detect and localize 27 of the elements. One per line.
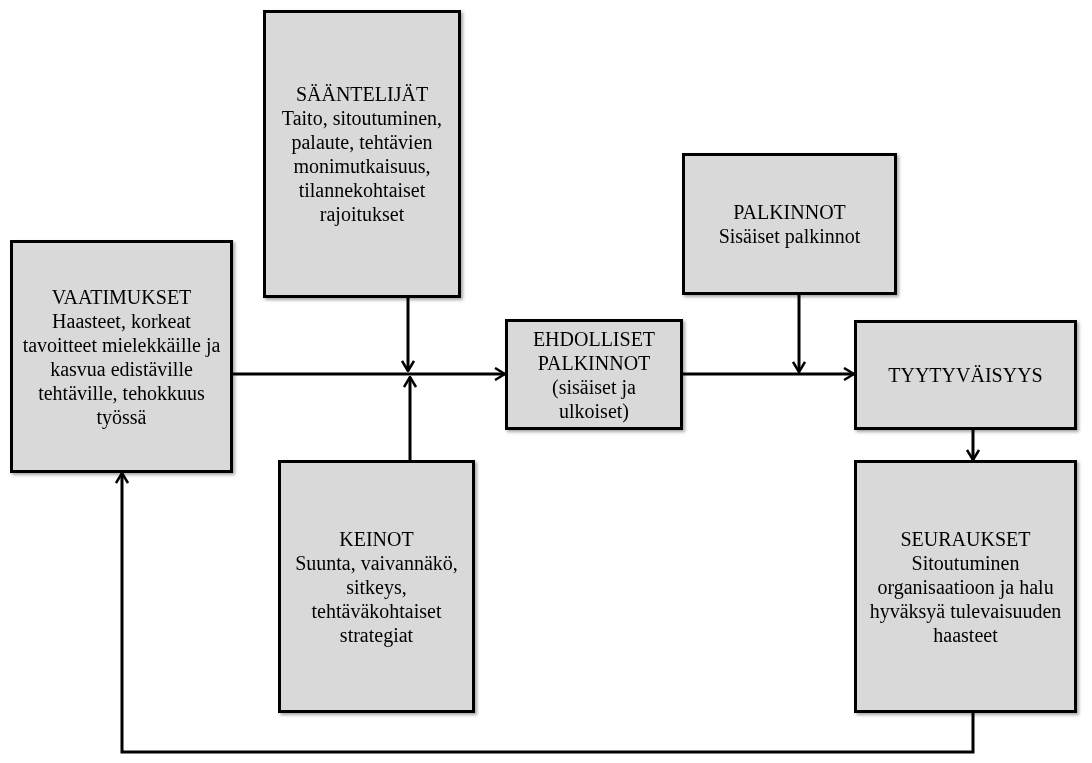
arrow [402, 375, 418, 460]
arrow [400, 298, 416, 373]
box-text: Taito, sitoutuminen, palaute, tehtävien monimutkaisuus, tilannekohtaiset rajoitukset [280, 106, 444, 226]
box-text: Haasteet, korkeat tavoitteet mielekkäille ja kasvua edistäville tehtäville, tehokkuus työssä [21, 308, 222, 429]
box-text: (sisäiset ja ulkoiset) [551, 374, 637, 423]
process-box [505, 319, 683, 430]
process-box [263, 10, 461, 298]
box-text: TYYTYVÄISYYS [888, 363, 1043, 387]
box-text: Suunta, vaivannäkö, sitkeys, tehtäväkohtaiset strategiat [294, 550, 459, 647]
box-heading: SEURAUKSET [900, 526, 1031, 551]
process-box [278, 460, 475, 713]
arrow [965, 430, 981, 462]
box-heading: KEINOT [339, 526, 414, 551]
box-text: Sisäiset palkinnot [718, 224, 861, 248]
box-heading: SÄÄNTELIJÄT [295, 82, 429, 106]
box-heading: PALKINNOT [733, 200, 846, 224]
arrow [683, 366, 856, 382]
box-heading: VAATIMUKSET [51, 284, 192, 309]
box-heading: EHDOLLISET PALKINNOT [531, 326, 657, 375]
process-box [854, 460, 1077, 713]
arrow [233, 366, 507, 382]
process-box [854, 320, 1077, 430]
box-text: Sitoutuminen organisaatioon ja halu hyväksyä tulevaisuuden haasteet [868, 550, 1063, 647]
arrow [114, 471, 975, 754]
process-box [10, 240, 233, 473]
process-box [682, 153, 897, 295]
arrow [791, 295, 807, 374]
